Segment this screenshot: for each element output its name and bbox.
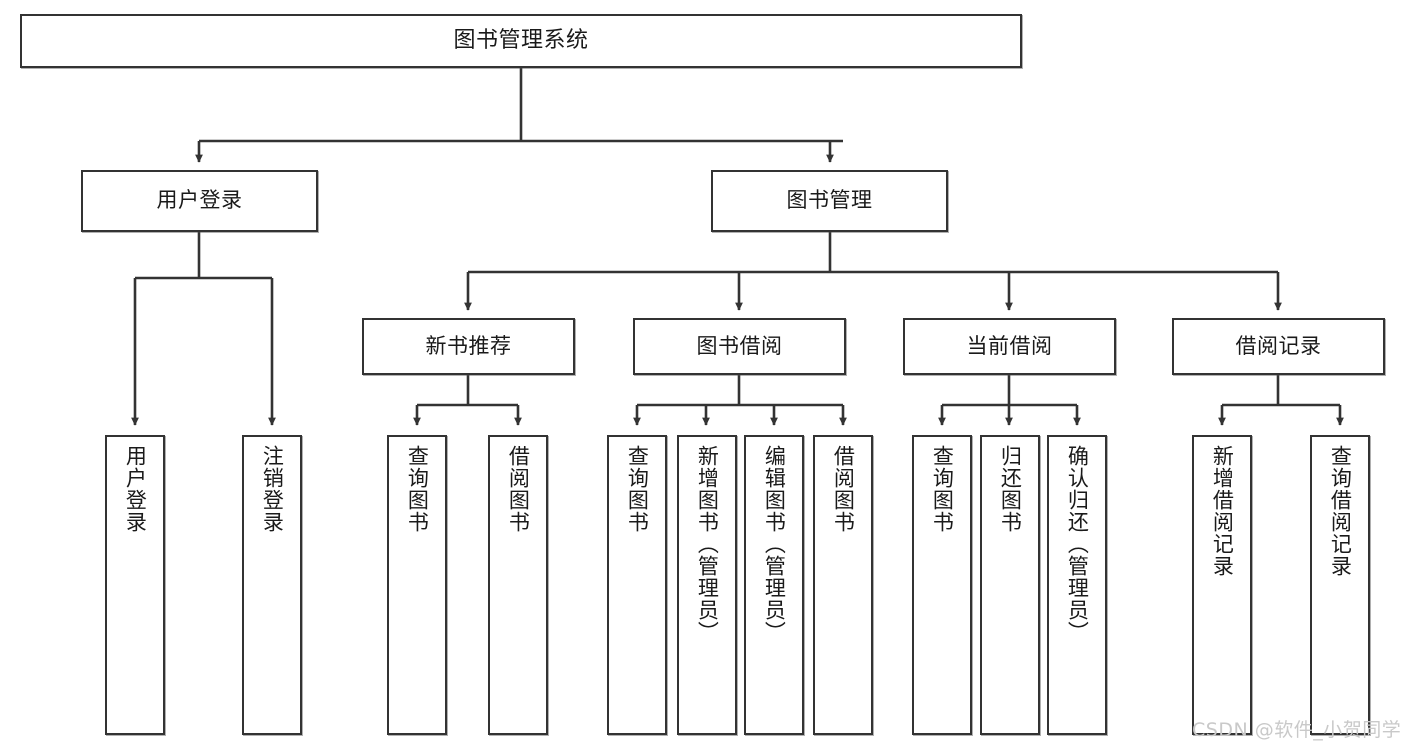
node-leaf-edit-book[interactable]: 编辑图书（管理员）	[744, 435, 804, 735]
node-current-borrow-label: 当前借阅	[966, 333, 1053, 358]
csdn-watermark: CSDN @软件_小贺同学	[1192, 719, 1402, 741]
node-book-manage-label: 图书管理	[786, 188, 873, 213]
node-leaf-borrow-book-2-label: 借阅图书	[831, 445, 856, 533]
node-book-borrow[interactable]: 图书借阅	[633, 318, 846, 375]
node-user-login[interactable]: 用户登录	[81, 170, 318, 232]
node-leaf-add-record[interactable]: 新增借阅记录	[1192, 435, 1252, 735]
node-leaf-query-record[interactable]: 查询借阅记录	[1310, 435, 1370, 735]
node-leaf-add-book[interactable]: 新增图书（管理员）	[677, 435, 737, 735]
node-leaf-logout-login-label: 注销登录	[260, 445, 285, 533]
node-current-borrow[interactable]: 当前借阅	[903, 318, 1116, 375]
node-new-book-recommend[interactable]: 新书推荐	[362, 318, 575, 375]
node-leaf-add-book-label: 新增图书（管理员）	[695, 445, 720, 643]
node-book-borrow-label: 图书借阅	[696, 333, 783, 358]
node-root-system[interactable]: 图书管理系统	[20, 14, 1022, 68]
node-borrow-record[interactable]: 借阅记录	[1172, 318, 1385, 375]
node-leaf-return-book[interactable]: 归还图书	[980, 435, 1040, 735]
node-borrow-record-label: 借阅记录	[1235, 333, 1322, 358]
node-leaf-borrow-book-1[interactable]: 借阅图书	[488, 435, 548, 735]
node-leaf-query-record-label: 查询借阅记录	[1328, 445, 1353, 577]
node-leaf-user-login-label: 用户登录	[123, 445, 148, 533]
node-leaf-query-book-1-label: 查询图书	[405, 445, 430, 533]
node-root-system-label: 图书管理系统	[453, 27, 589, 53]
node-leaf-borrow-book-1-label: 借阅图书	[506, 445, 531, 533]
node-leaf-edit-book-label: 编辑图书（管理员）	[762, 445, 787, 643]
node-leaf-query-book-3[interactable]: 查询图书	[912, 435, 972, 735]
node-leaf-query-book-2-label: 查询图书	[625, 445, 650, 533]
node-leaf-confirm-return[interactable]: 确认归还（管理员）	[1047, 435, 1107, 735]
node-leaf-query-book-2[interactable]: 查询图书	[607, 435, 667, 735]
node-leaf-borrow-book-2[interactable]: 借阅图书	[813, 435, 873, 735]
node-leaf-query-book-1[interactable]: 查询图书	[387, 435, 447, 735]
node-leaf-confirm-return-label: 确认归还（管理员）	[1065, 445, 1090, 643]
node-leaf-user-login[interactable]: 用户登录	[105, 435, 165, 735]
node-leaf-logout-login[interactable]: 注销登录	[242, 435, 302, 735]
node-user-login-label: 用户登录	[156, 188, 243, 213]
node-leaf-return-book-label: 归还图书	[998, 445, 1023, 533]
node-book-manage[interactable]: 图书管理	[711, 170, 948, 232]
node-new-book-recommend-label: 新书推荐	[425, 333, 512, 358]
node-leaf-add-record-label: 新增借阅记录	[1210, 445, 1235, 577]
node-leaf-query-book-3-label: 查询图书	[930, 445, 955, 533]
